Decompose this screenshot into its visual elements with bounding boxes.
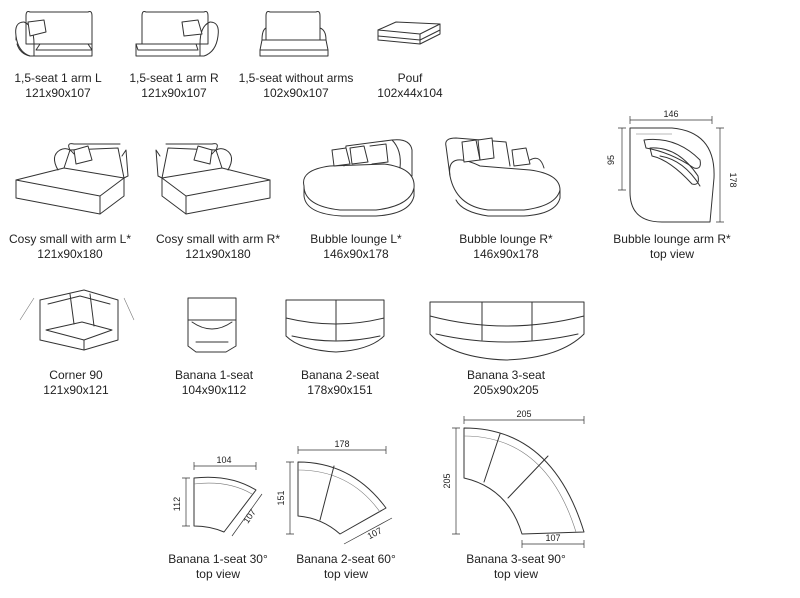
banana-1-top-drawing: 104 112 107 — [172, 455, 263, 537]
product-dims: 121x90x107 — [141, 86, 207, 100]
product-name: 1,5-seat without arms — [238, 71, 354, 85]
caption-banana-2-top: Banana 2-seat 60°top view — [296, 552, 396, 582]
banana3-top-width-label: 205 — [516, 409, 531, 419]
banana-2-drawing — [285, 299, 385, 353]
caption-bubble-r: Bubble lounge R*146x90x178 — [459, 232, 552, 262]
product-dims: 102x44x104 — [377, 86, 443, 100]
product-name: Cosy small with arm L* — [8, 232, 132, 246]
cosy-r-drawing — [155, 143, 271, 215]
product-name: Pouf — [397, 71, 423, 85]
banana2-top-height-label: 151 — [276, 490, 286, 505]
banana3-top-height-label: 205 — [442, 473, 452, 488]
product-dims: top view — [649, 247, 695, 261]
product-name: Cosy small with arm R* — [155, 232, 281, 246]
pouf-drawing — [377, 21, 441, 45]
caption-bubble-top: Bubble lounge arm R*top view — [613, 232, 730, 262]
bubble-top-depth-label: 95 — [606, 155, 616, 165]
product-name: Bubble lounge arm R* — [613, 232, 731, 246]
seat-1arm-r-drawing — [135, 11, 219, 57]
product-name: 1,5-seat 1 arm L — [14, 71, 102, 85]
banana-1-drawing — [187, 297, 237, 353]
cosy-l-drawing — [15, 143, 129, 215]
product-name: Banana 1-seat 30° — [168, 552, 268, 566]
banana-3-top-drawing: 205 205 107 — [442, 409, 585, 548]
bubble-l-drawing — [303, 139, 415, 217]
bubble-top-width-label: 146 — [663, 109, 678, 119]
bubble-top-drawing: 146 95 178 — [606, 109, 738, 223]
product-dims: 205x90x205 — [473, 383, 539, 397]
banana2-top-width-label: 178 — [334, 439, 349, 449]
banana1-top-width-label: 104 — [216, 455, 231, 465]
banana1-top-side-label: 107 — [241, 507, 258, 525]
product-name: Bubble lounge R* — [459, 232, 553, 246]
caption-banana-3-top: Banana 3-seat 90°top view — [466, 552, 566, 582]
caption-bubble-l: Bubble lounge L*146x90x178 — [310, 232, 401, 262]
product-name: Corner 90 — [49, 368, 103, 382]
banana2-top-side-label: 107 — [366, 525, 384, 541]
product-name: Banana 2-seat 60° — [296, 552, 396, 566]
bubble-r-drawing — [445, 137, 561, 217]
product-dims: 121x90x107 — [25, 86, 91, 100]
product-name: Bubble lounge L* — [310, 232, 402, 246]
corner-90-drawing — [19, 289, 135, 351]
product-dims: top view — [493, 567, 539, 581]
product-dims: 178x90x151 — [307, 383, 373, 397]
product-dims: 121x90x180 — [37, 247, 103, 261]
product-dims: top view — [195, 567, 241, 581]
product-dims: 146x90x178 — [473, 247, 539, 261]
banana-3-drawing — [429, 301, 585, 361]
product-dims: 121x90x180 — [185, 247, 251, 261]
caption-cosy-l: Cosy small with arm L*121x90x180 — [9, 232, 131, 262]
banana-2-top-drawing: 178 151 107 — [276, 439, 393, 545]
bubble-top-length-label: 178 — [728, 172, 738, 187]
banana1-top-height-label: 112 — [172, 497, 182, 511]
product-name: 1,5-seat 1 arm R — [129, 71, 219, 85]
product-dims: top view — [323, 567, 369, 581]
banana3-top-side-label: 107 — [545, 533, 560, 543]
product-name: Banana 1-seat — [174, 368, 254, 382]
seat-1arm-l-drawing — [15, 11, 93, 57]
product-dims: 121x90x121 — [43, 383, 109, 397]
product-name: Banana 2-seat — [300, 368, 380, 382]
product-dims: 146x90x178 — [323, 247, 389, 261]
product-name: Banana 3-seat — [466, 368, 546, 382]
caption-banana-1-top: Banana 1-seat 30°top view — [168, 552, 268, 582]
product-name: Banana 3-seat 90° — [466, 552, 566, 566]
seat-no-arms-drawing — [259, 11, 329, 57]
caption-cosy-r: Cosy small with arm R*121x90x180 — [156, 232, 280, 262]
product-dims: 102x90x107 — [263, 86, 329, 100]
product-dims: 104x90x112 — [181, 383, 247, 397]
